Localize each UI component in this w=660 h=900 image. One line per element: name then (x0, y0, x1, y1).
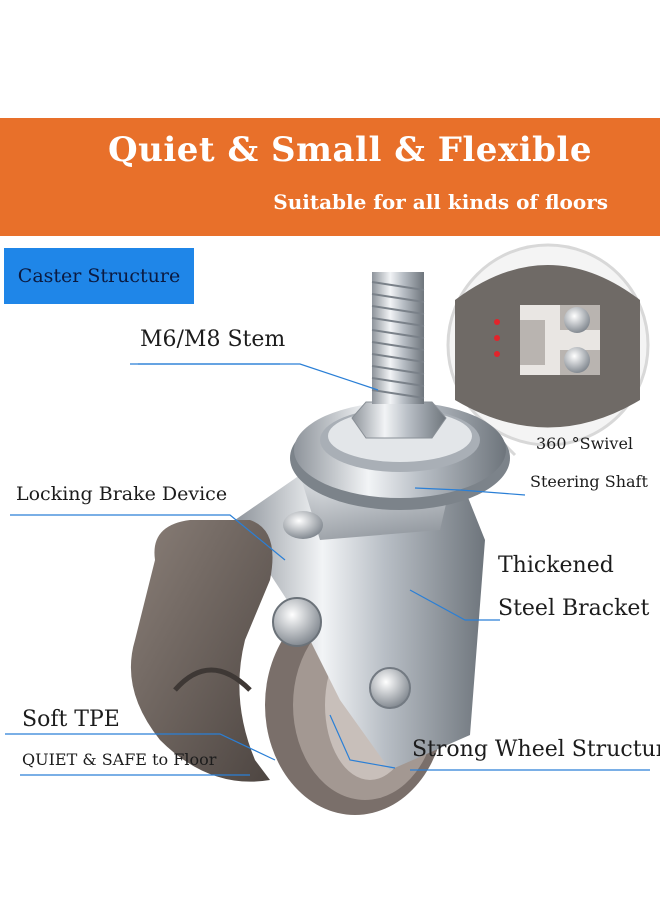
header-banner: Quiet & Small & Flexible Suitable for al… (0, 118, 660, 236)
label-swivel: 360 °Swivel (536, 434, 634, 453)
caster-structure-tag: Caster Structure (4, 248, 194, 304)
locking-brake (130, 520, 322, 782)
swivel-bearing-inset (446, 243, 650, 457)
banner-subtitle: Suitable for all kinds of floors (273, 190, 608, 214)
banner-title: Quiet & Small & Flexible (108, 130, 592, 170)
label-thickened: Thickened (498, 553, 614, 578)
label-steel-bracket: Steel Bracket (498, 596, 650, 621)
label-stem: M6/M8 Stem (140, 327, 286, 352)
leader-lines (5, 363, 650, 776)
label-quiet-safe: QUIET & SAFE to Floor (22, 750, 217, 769)
label-soft-tpe: Soft TPE (22, 707, 120, 732)
label-strong-wheel: Strong Wheel Structure (412, 737, 660, 762)
stem (351, 272, 447, 439)
label-steering-shaft: Steering Shaft (530, 472, 648, 491)
label-locking-brake: Locking Brake Device (16, 483, 228, 505)
